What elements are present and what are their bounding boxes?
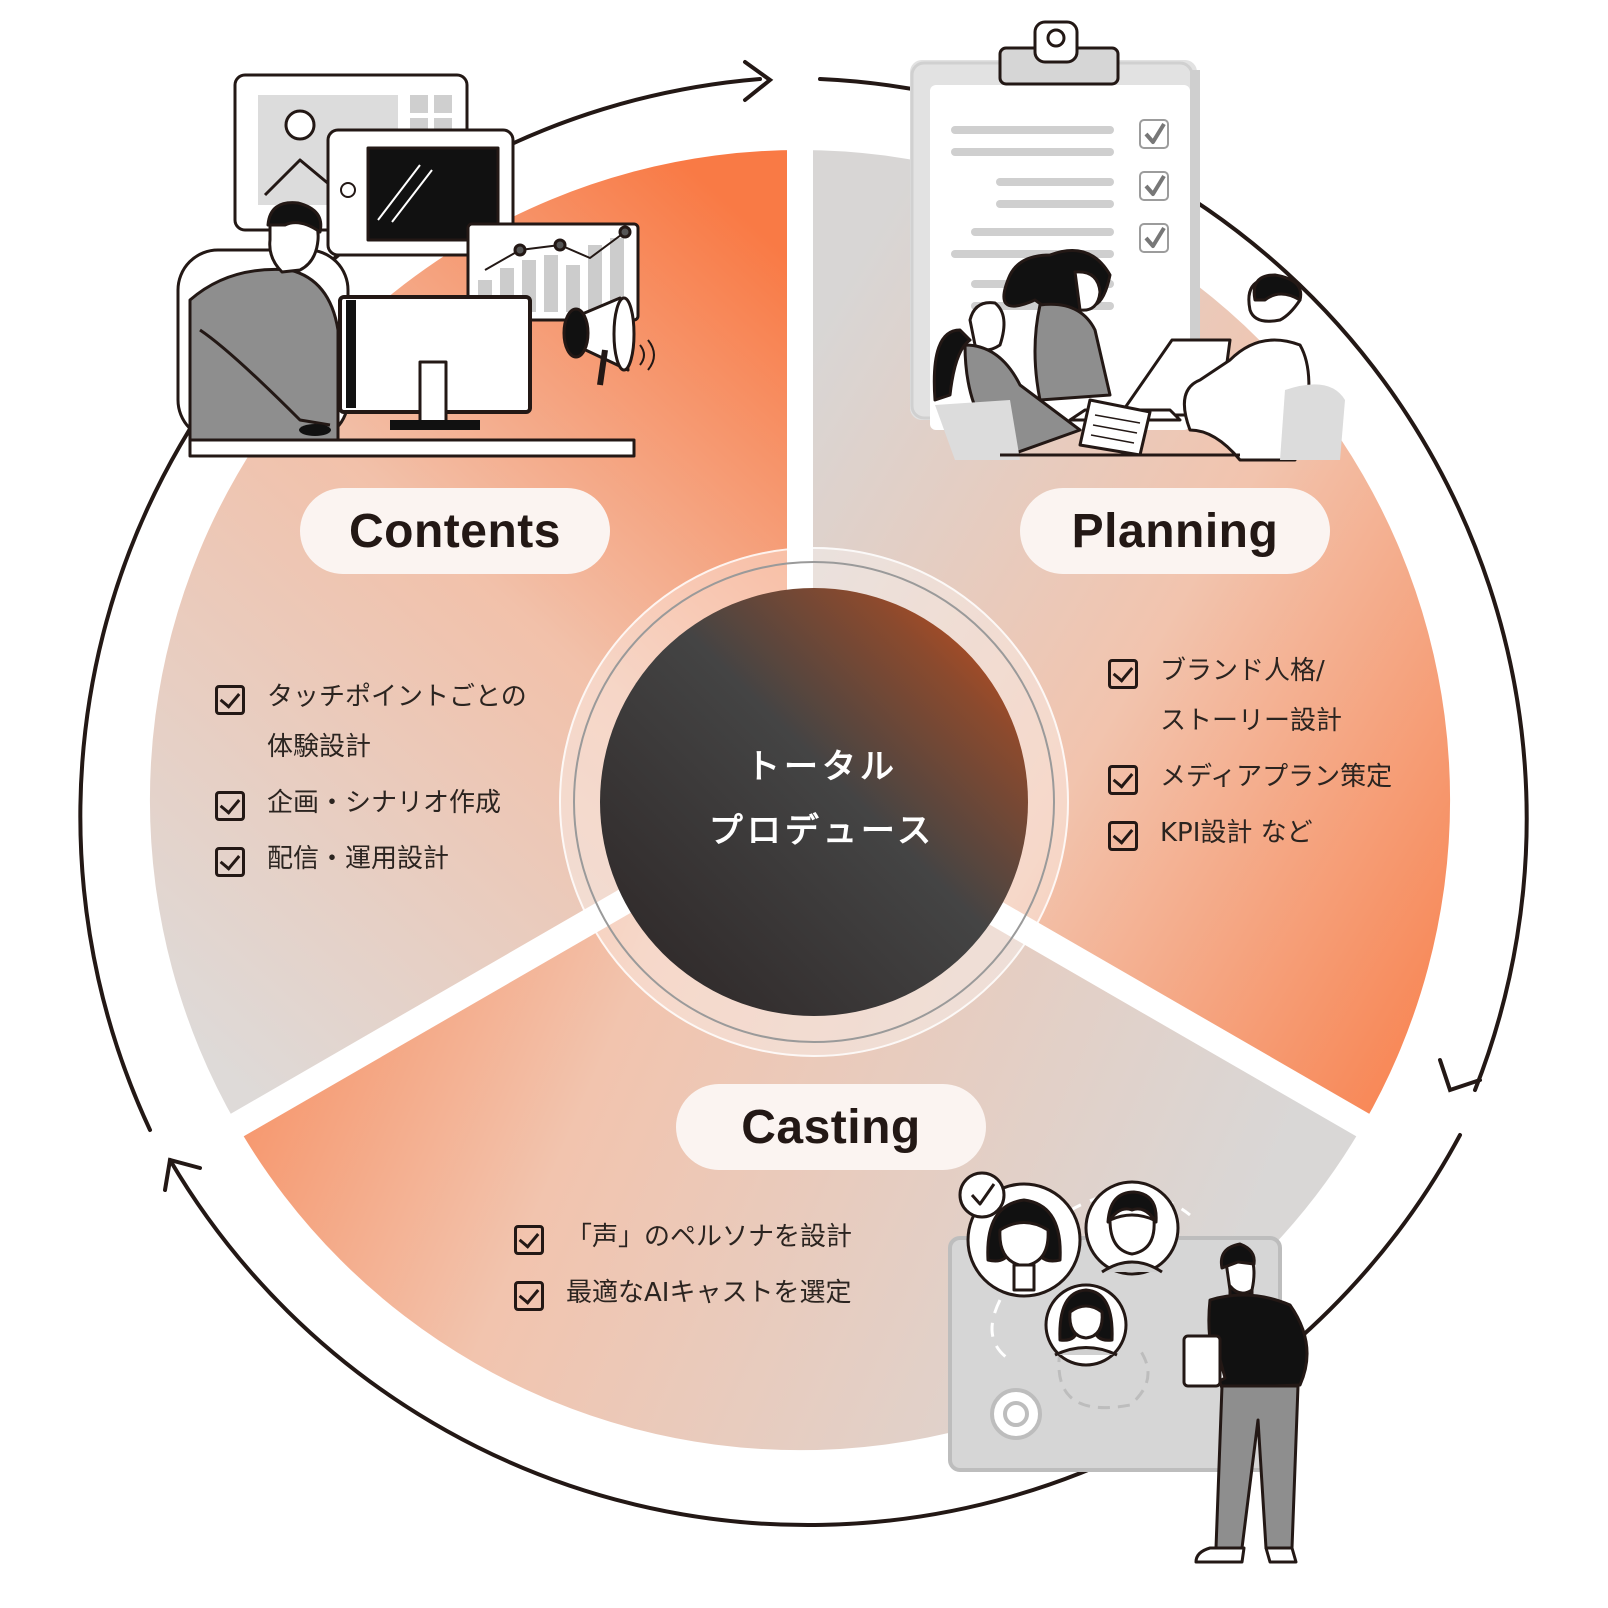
arrow-icon (163, 1157, 202, 1192)
list-item-text: ブランド人格/ ストーリー設計 (1160, 656, 1343, 736)
contents-checklist: タッチポイントごとの 体験設計 企画・シナリオ作成 配信・運用設計 (215, 672, 527, 890)
checkbox-icon (1108, 821, 1138, 851)
center-hub (559, 547, 1069, 1057)
casting-checklist: 「声」のペルソナを設計 最適なAIキャストを選定 (514, 1212, 852, 1324)
list-item: メディアプラン策定 (1108, 752, 1392, 802)
list-item: 「声」のペルソナを設計 (514, 1212, 852, 1262)
gear-icon (990, 1388, 1042, 1440)
desk (188, 438, 636, 458)
center-disc (600, 588, 1028, 1016)
checkbox-icon (215, 685, 245, 715)
avatar-icon (1044, 1283, 1128, 1367)
check-badge-icon (958, 1171, 1006, 1219)
list-item-text: 企画・シナリオ作成 (267, 788, 502, 818)
standing-person (1182, 1242, 1309, 1564)
list-item-text: 最適なAIキャストを選定 (566, 1278, 852, 1308)
segment-title-casting: Casting (676, 1084, 986, 1170)
list-item-text: 「声」のペルソナを設計 (566, 1222, 853, 1252)
list-item: タッチポイントごとの 体験設計 (215, 672, 527, 772)
person-body (188, 267, 340, 442)
list-item-text: KPI設計 など (1160, 818, 1313, 848)
list-item-text: メディアプラン策定 (1160, 762, 1393, 792)
checkbox-icon (514, 1225, 544, 1255)
list-item: KPI設計 など (1108, 808, 1392, 858)
segment-title-contents: Contents (300, 488, 610, 574)
segment-title-planning: Planning (1020, 488, 1330, 574)
list-item: 最適なAIキャストを選定 (514, 1268, 852, 1318)
list-item: 配信・運用設計 (215, 834, 527, 884)
checkbox-icon (514, 1281, 544, 1311)
checkbox-icon (215, 847, 245, 877)
center-label: トータル プロデュース (708, 747, 936, 851)
arrow-icon (1438, 1058, 1482, 1093)
illustration-contents (176, 73, 655, 458)
ring-arc-top-left (78, 77, 762, 1132)
arrow-icon (743, 60, 774, 102)
list-item-text: タッチポイントごとの 体験設計 (267, 682, 527, 762)
planning-checklist: ブランド人格/ ストーリー設計 メディアプラン策定 KPI設計 など (1108, 646, 1392, 864)
illustration-planning (910, 20, 1345, 462)
checkbox-icon (1108, 659, 1138, 689)
megaphone-icon (562, 296, 655, 386)
avatar-icon (1084, 1180, 1180, 1276)
list-item-text: 配信・運用設計 (267, 844, 450, 874)
checkbox-icon (1108, 765, 1138, 795)
avatar-icon (966, 1182, 1082, 1298)
list-item: 企画・シナリオ作成 (215, 778, 527, 828)
ring-arc-bottom (168, 1133, 1462, 1528)
illustration-casting (948, 1171, 1309, 1564)
list-item: ブランド人格/ ストーリー設計 (1108, 646, 1392, 746)
checkbox-icon (215, 791, 245, 821)
